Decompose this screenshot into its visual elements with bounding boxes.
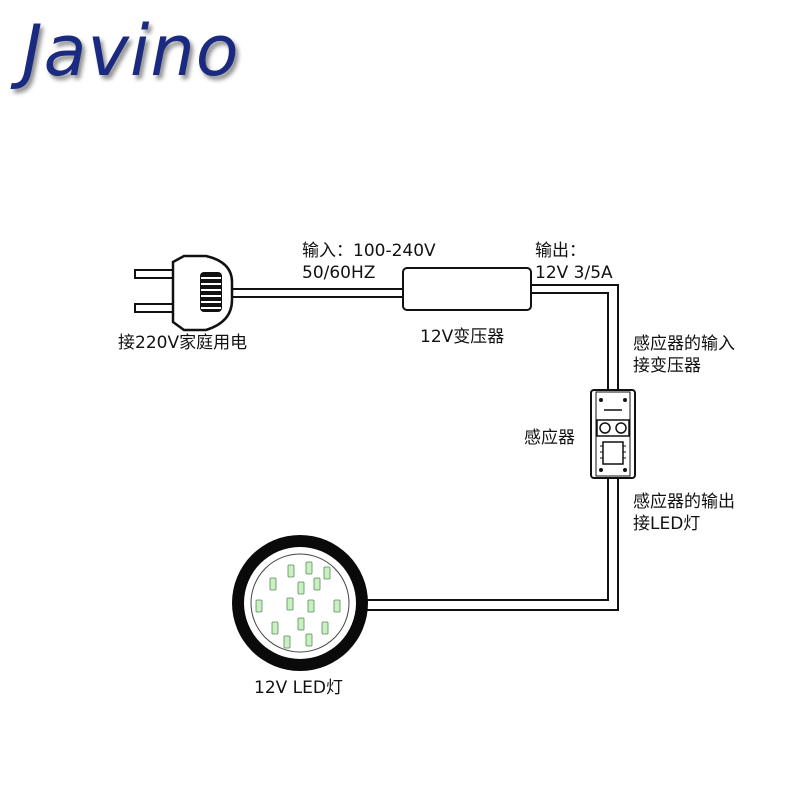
led-chip (283, 635, 291, 649)
led-label: 12V LED灯 (254, 678, 343, 698)
led-chip (307, 599, 315, 613)
sensor-input-label-line1: 感应器的输入 (633, 334, 735, 354)
sensor-output-label-line1: 感应器的输出 (633, 492, 735, 512)
led-chip (286, 597, 294, 611)
led-chip (297, 617, 305, 631)
output-spec-line1: 输出： (535, 241, 586, 261)
input-spec-line1: 输入：100-240V (302, 241, 436, 261)
led-chip (313, 577, 321, 591)
cable-plug-to-transformer (232, 288, 403, 298)
led-chip (323, 566, 331, 580)
led-chip (269, 577, 277, 591)
led-chip (271, 621, 279, 635)
transformer-label: 12V变压器 (420, 327, 505, 347)
led-chip (305, 561, 313, 575)
sensor-input-label-line2: 接变压器 (633, 356, 701, 376)
transformer-box-icon (402, 267, 532, 311)
cable-transformer-to-sensor (531, 284, 619, 390)
led-chip (297, 581, 305, 595)
led-chip (305, 633, 313, 647)
led-chip (255, 599, 263, 613)
led-chip (321, 621, 329, 635)
sensor-output-label-line2: 接LED灯 (633, 514, 701, 534)
input-spec-line2: 50/60HZ (302, 263, 376, 283)
brand-logo: Javino (22, 10, 240, 92)
led-chip (333, 599, 341, 613)
output-spec-line2: 12V 3/5A (535, 263, 613, 283)
round-led-light-icon (232, 535, 368, 671)
sensor-module-icon (590, 389, 636, 479)
plug-label: 接220V家庭用电 (118, 333, 248, 353)
eu-plug-icon (134, 254, 234, 332)
cable-sensor-to-led (365, 478, 619, 611)
sensor-label: 感应器 (524, 428, 575, 448)
led-chip (287, 564, 295, 578)
